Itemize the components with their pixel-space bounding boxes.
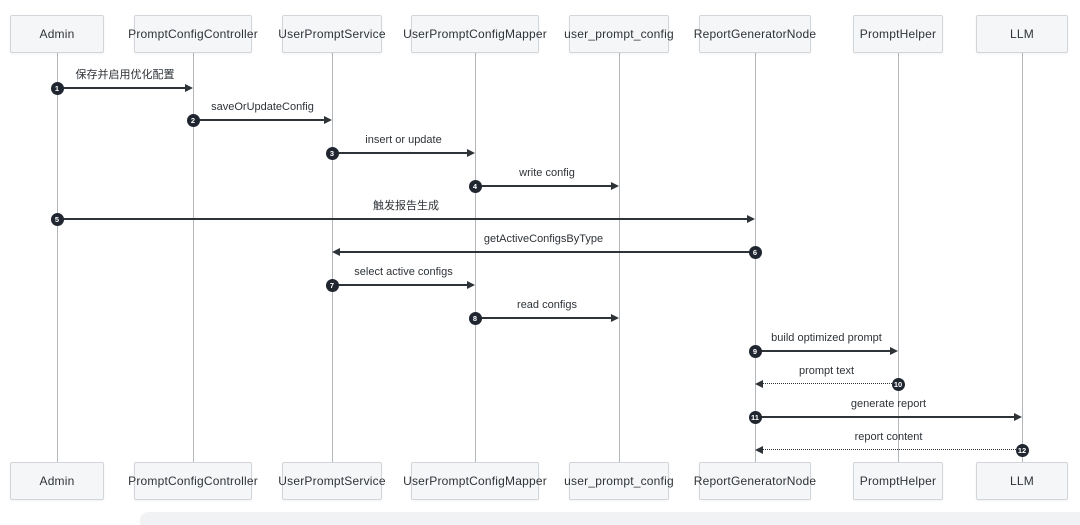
message-number-badge-4: 4 <box>468 179 482 193</box>
arrowhead-12 <box>755 446 763 454</box>
actor-box-helper-top: PromptHelper <box>853 15 943 53</box>
actor-box-service-top: UserPromptService <box>278 15 386 53</box>
arrowhead-6 <box>332 248 340 256</box>
actor-label-llm: LLM <box>1010 27 1034 41</box>
arrowhead-5 <box>747 215 755 223</box>
actor-label-node: ReportGeneratorNode <box>693 27 817 41</box>
arrowhead-2 <box>324 116 332 124</box>
message-label-10: prompt text <box>798 365 855 377</box>
message-line-1 <box>57 87 186 89</box>
message-line-3 <box>332 152 468 154</box>
lifeline-llm <box>1021 53 1023 462</box>
message-label-4: write config <box>519 167 575 179</box>
lifeline-helper <box>897 53 899 462</box>
bottom-strip <box>140 512 1080 525</box>
actor-box-llm-bottom: LLM <box>976 462 1068 500</box>
message-label-12: report content <box>854 431 923 443</box>
actor-box-service-bottom: UserPromptService <box>278 462 386 500</box>
lifeline-admin <box>56 53 58 462</box>
arrowhead-10 <box>755 380 763 388</box>
message-number-badge-6: 6 <box>748 245 762 259</box>
message-label-11: generate report <box>850 398 927 410</box>
message-number-badge-1: 1 <box>50 81 64 95</box>
message-label-2: saveOrUpdateConfig <box>211 101 314 113</box>
message-number-badge-11: 11 <box>748 410 762 424</box>
message-line-8 <box>475 317 612 319</box>
arrowhead-1 <box>185 84 193 92</box>
actor-box-llm-top: LLM <box>976 15 1068 53</box>
message-number-badge-3: 3 <box>325 146 339 160</box>
message-line-11 <box>755 416 1015 418</box>
actor-label-node: ReportGeneratorNode <box>693 474 817 488</box>
actor-label-table: user_prompt_config <box>564 474 674 488</box>
actor-box-controller-top: PromptConfigController <box>128 15 258 53</box>
message-label-3: insert or update <box>365 134 442 146</box>
lifeline-table <box>618 53 620 462</box>
actor-box-node-bottom: ReportGeneratorNode <box>694 462 816 500</box>
message-line-12 <box>762 449 1022 450</box>
message-line-6 <box>339 251 755 253</box>
actor-label-mapper: UserPromptConfigMapper <box>403 474 547 488</box>
actor-label-controller: PromptConfigController <box>128 474 258 488</box>
actor-label-helper: PromptHelper <box>859 474 937 488</box>
message-line-5 <box>57 218 748 220</box>
actor-label-admin: Admin <box>39 27 75 41</box>
lifeline-controller <box>192 53 194 462</box>
message-number-badge-10: 10 <box>891 377 905 391</box>
message-label-7: select active configs <box>354 266 453 278</box>
arrowhead-11 <box>1014 413 1022 421</box>
lifeline-service <box>331 53 333 462</box>
actor-box-admin-bottom: Admin <box>10 462 104 500</box>
message-number-badge-7: 7 <box>325 278 339 292</box>
message-line-2 <box>193 119 325 121</box>
message-line-10 <box>762 383 898 384</box>
message-line-9 <box>755 350 891 352</box>
message-line-4 <box>475 185 612 187</box>
actor-label-admin: Admin <box>39 474 75 488</box>
actor-box-table-bottom: user_prompt_config <box>564 462 674 500</box>
actor-box-helper-bottom: PromptHelper <box>853 462 943 500</box>
message-label-8: read configs <box>517 299 577 311</box>
message-label-5: 触发报告生成 <box>373 200 439 212</box>
arrowhead-3 <box>467 149 475 157</box>
actor-label-mapper: UserPromptConfigMapper <box>403 27 547 41</box>
message-line-7 <box>332 284 468 286</box>
actor-label-table: user_prompt_config <box>564 27 674 41</box>
arrowhead-9 <box>890 347 898 355</box>
message-number-badge-12: 12 <box>1015 443 1029 457</box>
message-number-badge-2: 2 <box>186 113 200 127</box>
actor-box-table-top: user_prompt_config <box>564 15 674 53</box>
message-number-badge-8: 8 <box>468 311 482 325</box>
actor-label-service: UserPromptService <box>278 474 386 488</box>
actor-box-controller-bottom: PromptConfigController <box>128 462 258 500</box>
lifeline-mapper <box>474 53 476 462</box>
actor-box-node-top: ReportGeneratorNode <box>694 15 816 53</box>
actor-label-controller: PromptConfigController <box>128 27 258 41</box>
message-label-1: 保存并启用优化配置 <box>75 69 175 81</box>
arrowhead-4 <box>611 182 619 190</box>
actor-label-llm: LLM <box>1010 474 1034 488</box>
arrowhead-7 <box>467 281 475 289</box>
message-label-9: build optimized prompt <box>771 332 882 344</box>
actor-label-helper: PromptHelper <box>859 27 937 41</box>
message-number-badge-5: 5 <box>50 212 64 226</box>
actor-label-service: UserPromptService <box>278 27 386 41</box>
message-number-badge-9: 9 <box>748 344 762 358</box>
arrowhead-8 <box>611 314 619 322</box>
message-label-6: getActiveConfigsByType <box>483 233 604 245</box>
actor-box-mapper-top: UserPromptConfigMapper <box>403 15 547 53</box>
actor-box-mapper-bottom: UserPromptConfigMapper <box>403 462 547 500</box>
actor-box-admin-top: Admin <box>10 15 104 53</box>
